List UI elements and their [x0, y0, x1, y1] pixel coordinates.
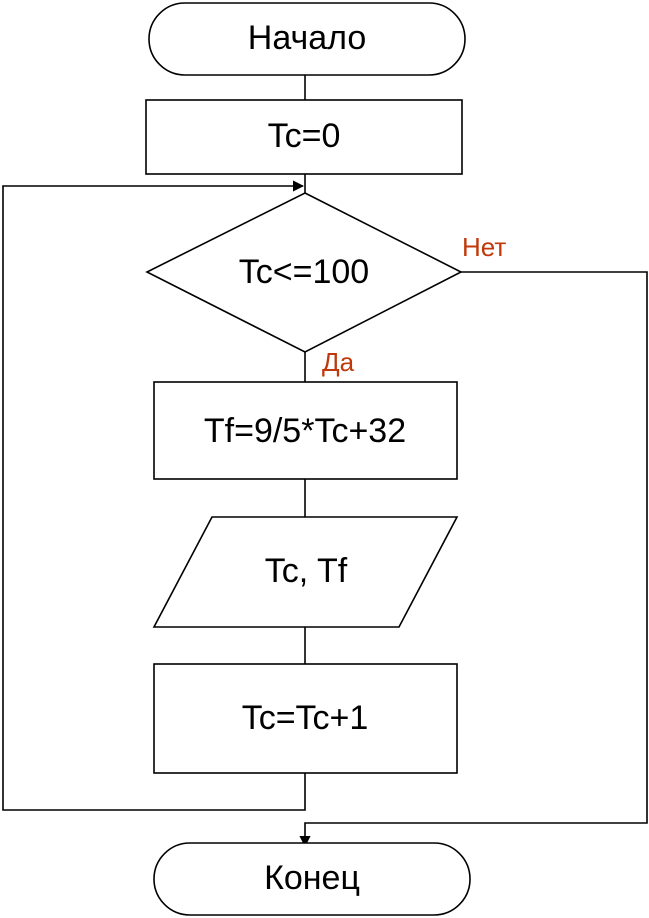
compute-label: Tf=9/5*Tc+32 [204, 412, 406, 450]
output-label: Tc, Tf [265, 552, 348, 590]
increment-label: Tc=Tc+1 [242, 699, 369, 737]
condition-label: Tc<=100 [239, 253, 369, 291]
output-io-box [152, 516, 459, 628]
branch-no-label: Нет [462, 232, 506, 262]
loop-back-arrow [2, 180, 306, 811]
init-process-box [145, 99, 463, 175]
condition-decision [145, 192, 463, 353]
increment-process-box [153, 663, 458, 774]
end-label: Конец [264, 859, 360, 897]
branch-yes-label: Да [322, 347, 355, 377]
start-terminal [148, 2, 466, 76]
end-terminal [153, 842, 471, 916]
compute-process-box [153, 381, 458, 480]
exit-arrow [299, 271, 648, 848]
init-label: Tc=0 [268, 117, 341, 155]
start-label: Начало [248, 19, 366, 57]
